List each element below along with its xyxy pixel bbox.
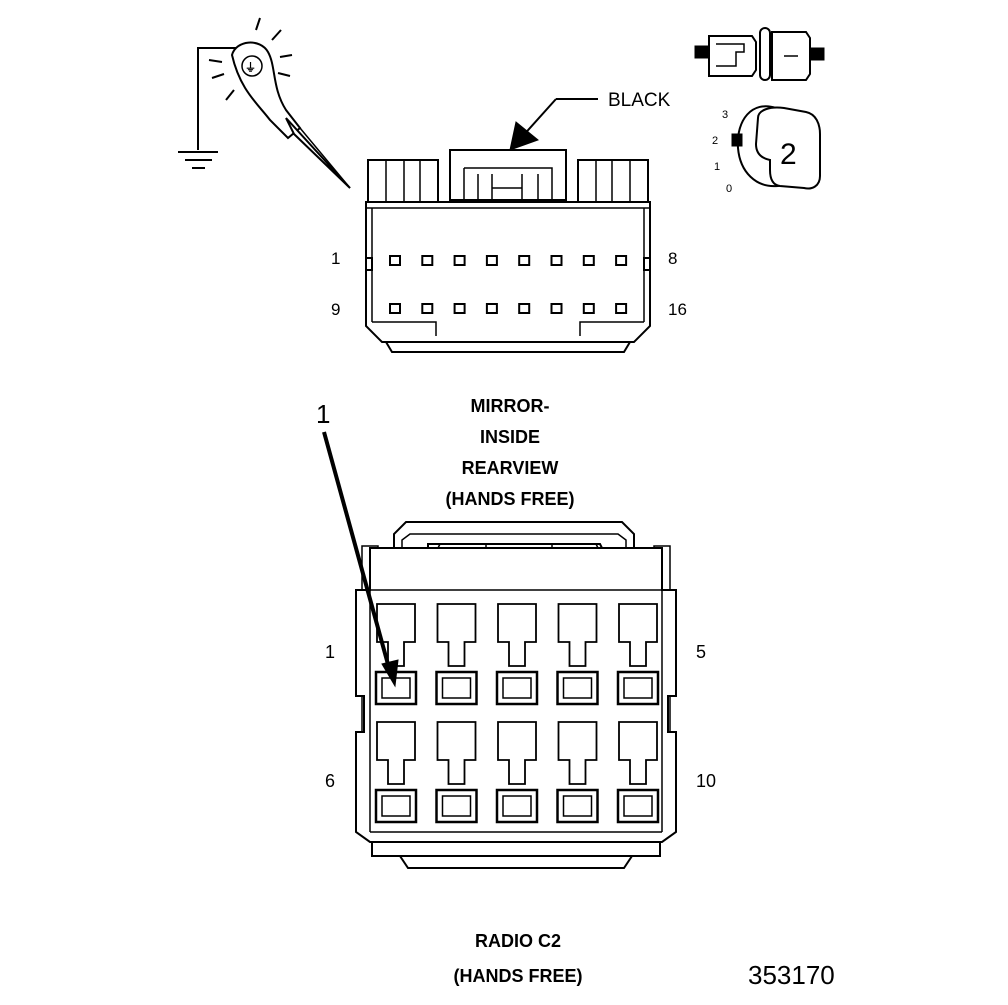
key-position-0: 0: [726, 183, 732, 195]
mirror-cavity-2: [421, 255, 434, 266]
mirror-connector-cavities: [389, 255, 628, 314]
radio-cavity-4: [556, 603, 599, 706]
test-light-probe-icon: ⏚: [178, 17, 351, 189]
radio-cavity-10: [616, 721, 660, 824]
radio-connector-cavities: [374, 603, 660, 824]
mirror-cavity-4: [485, 255, 498, 266]
mirror-connector-title: MIRROR- INSIDE REARVIEW (HANDS FREE): [446, 396, 575, 509]
radio-cavity-1: [374, 603, 418, 706]
mirror-cavity-11: [453, 303, 466, 314]
cavity-callout-number: 1: [316, 399, 330, 429]
svg-text:⏚: ⏚: [245, 61, 256, 74]
figure-id: 353170: [748, 960, 835, 990]
mirror-title-line-1: MIRROR-: [471, 396, 550, 416]
mirror-pin-label-9: 9: [331, 300, 340, 319]
radio-cavity-3: [495, 603, 539, 706]
radio-pin-label-1: 1: [325, 642, 335, 662]
radio-pin-label-10: 10: [696, 771, 716, 791]
mirror-pin-label-1: 1: [331, 249, 340, 268]
mirror-cavity-1: [389, 255, 401, 266]
radio-cavity-7: [435, 721, 478, 824]
wire-color-label: BLACK: [608, 90, 671, 111]
key-position-3: 3: [722, 109, 728, 121]
cavity-callout: 1: [316, 399, 399, 688]
mirror-cavity-16: [615, 303, 628, 314]
radio-cavity-2: [435, 603, 478, 706]
mirror-cavity-8: [615, 255, 628, 266]
mirror-cavity-13: [518, 303, 531, 314]
wire-color-callout: BLACK: [509, 90, 671, 151]
mirror-pin-label-16: 16: [668, 300, 687, 319]
mirror-cavity-15: [582, 303, 595, 314]
terminal-icon: [694, 27, 825, 81]
mirror-title-line-3: REARVIEW: [462, 458, 559, 478]
radio-cavity-9: [556, 721, 599, 824]
ignition-key-icon: 3 2 1 0 2: [712, 105, 821, 195]
radio-title-line-1: RADIO C2: [475, 931, 561, 951]
mirror-cavity-3: [453, 255, 466, 266]
mirror-cavity-7: [582, 255, 595, 266]
mirror-title-line-2: INSIDE: [480, 427, 540, 447]
key-position-1: 1: [714, 161, 720, 173]
radio-pin-label-6: 6: [325, 771, 335, 791]
radio-cavity-8: [495, 721, 539, 824]
mirror-cavity-14: [550, 303, 563, 314]
mirror-cavity-10: [421, 303, 434, 314]
mirror-cavity-6: [550, 255, 563, 266]
mirror-connector: [365, 149, 651, 353]
radio-cavity-5: [616, 603, 660, 706]
mirror-cavity-12: [485, 303, 498, 314]
radio-cavity-6: [374, 721, 418, 824]
key-position-2: 2: [712, 135, 718, 147]
mirror-cavity-5: [518, 255, 531, 266]
mirror-title-line-4: (HANDS FREE): [446, 489, 575, 509]
key-number: 2: [780, 138, 797, 171]
mirror-cavity-9: [389, 303, 401, 314]
mirror-pin-label-8: 8: [668, 249, 677, 268]
radio-pin-label-5: 5: [696, 642, 706, 662]
radio-title-line-2: (HANDS FREE): [454, 966, 583, 986]
